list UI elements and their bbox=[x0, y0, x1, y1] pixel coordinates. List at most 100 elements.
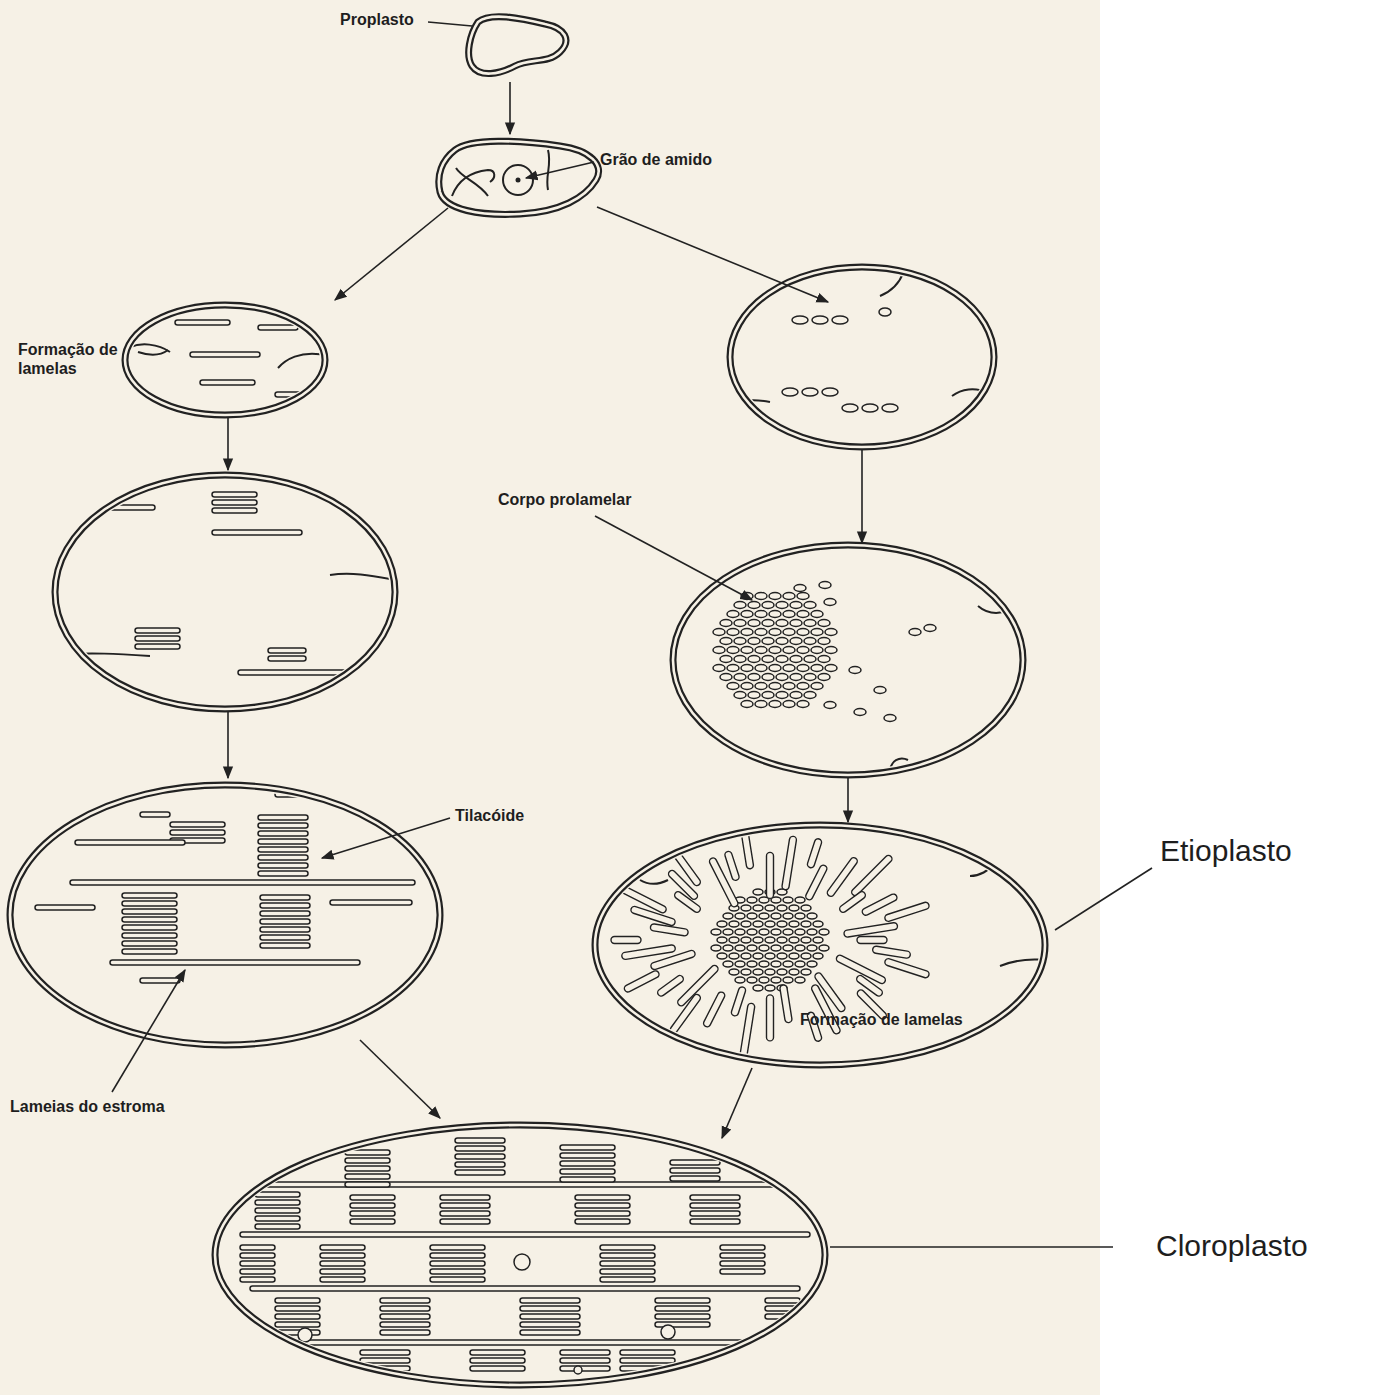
envelope-outer bbox=[215, 1125, 825, 1385]
vesicle bbox=[762, 692, 774, 699]
thylakoid-disc bbox=[268, 648, 306, 653]
prothylakoid-tube bbox=[884, 901, 930, 922]
thylakoid-disc bbox=[260, 927, 310, 932]
vesicle bbox=[811, 647, 823, 654]
vesicle bbox=[741, 953, 751, 959]
vesicle bbox=[801, 937, 811, 943]
vesicle bbox=[789, 905, 799, 911]
vesicle bbox=[797, 665, 809, 672]
thylakoid-disc bbox=[260, 943, 310, 948]
development-arrow bbox=[861, 450, 863, 543]
vesicle bbox=[777, 953, 787, 959]
vesicle bbox=[777, 937, 787, 943]
vesicle bbox=[717, 953, 727, 959]
vesicle bbox=[735, 913, 745, 919]
thylakoid-disc bbox=[122, 925, 177, 930]
vesicle bbox=[771, 945, 781, 951]
vesicle bbox=[849, 667, 861, 674]
vesicle bbox=[741, 593, 753, 600]
vesicle bbox=[795, 961, 805, 967]
thylakoid-disc bbox=[320, 1261, 365, 1266]
thylakoid-disc bbox=[600, 1253, 655, 1258]
starch-grain-core bbox=[516, 178, 521, 183]
thylakoid-disc bbox=[690, 1219, 740, 1224]
vesicle bbox=[748, 692, 760, 699]
vesicle bbox=[735, 961, 745, 967]
vesicle bbox=[811, 611, 823, 618]
vesicle bbox=[804, 692, 816, 699]
prothylakoid-tube bbox=[656, 974, 684, 997]
thylakoid-disc bbox=[455, 1138, 505, 1143]
membrane-fold bbox=[1000, 959, 1045, 966]
thylakoid-disc bbox=[70, 880, 415, 885]
plastid-interior bbox=[35, 792, 415, 983]
thylakoid-disc bbox=[600, 1277, 655, 1282]
vesicle bbox=[783, 897, 793, 903]
plastid-interior bbox=[55, 492, 395, 675]
vesicle bbox=[783, 913, 793, 919]
prothylakoid-tube bbox=[767, 995, 774, 1041]
thylakoid-disc bbox=[345, 1166, 390, 1171]
vesicle bbox=[825, 665, 837, 672]
leader-line bbox=[526, 162, 594, 178]
membrane-fold bbox=[730, 400, 770, 405]
etiolating-plastid bbox=[730, 267, 994, 447]
thylakoid-disc bbox=[240, 1232, 810, 1237]
thylakoid-disc bbox=[345, 1158, 390, 1163]
chloroplast-body bbox=[215, 1125, 825, 1385]
vesicle bbox=[741, 665, 753, 672]
vesicle bbox=[874, 687, 886, 694]
vesicle bbox=[769, 665, 781, 672]
thylakoid-disc bbox=[255, 1208, 300, 1213]
thylakoid-disc bbox=[345, 1174, 390, 1179]
thylakoid-disc bbox=[258, 847, 308, 852]
vesicle bbox=[765, 905, 775, 911]
vesicle bbox=[759, 945, 769, 951]
vesicle bbox=[783, 961, 793, 967]
vesicle bbox=[717, 921, 727, 927]
vesicle bbox=[753, 985, 763, 991]
leader-line bbox=[428, 22, 472, 26]
thylakoid-disc bbox=[655, 1314, 710, 1319]
thylakoid-disc bbox=[720, 1245, 765, 1250]
thylakoid-disc bbox=[380, 1322, 430, 1327]
vesicle bbox=[755, 647, 767, 654]
vesicle bbox=[813, 921, 823, 927]
thylakoid-disc bbox=[620, 1366, 675, 1371]
thylakoid-disc bbox=[258, 831, 308, 836]
thylakoid-disc bbox=[35, 905, 95, 910]
vesicle bbox=[818, 656, 830, 663]
vesicle bbox=[783, 977, 793, 983]
thylakoid-disc bbox=[212, 492, 257, 497]
plastid-interior bbox=[713, 582, 1010, 774]
etioplast-body bbox=[595, 825, 1045, 1065]
paper-ground bbox=[0, 0, 1100, 1395]
vesicle bbox=[819, 929, 829, 935]
etiolating-plastid bbox=[673, 545, 1023, 775]
vesicle bbox=[794, 585, 806, 592]
vesicle bbox=[769, 629, 781, 636]
thylakoid-disc bbox=[690, 1203, 740, 1208]
thylakoid-disc bbox=[250, 1286, 800, 1291]
vesicle bbox=[819, 582, 831, 589]
thylakoid-disc bbox=[110, 960, 360, 965]
thylakoid-disc bbox=[470, 1350, 525, 1355]
thylakoid-disc bbox=[122, 909, 177, 914]
thylakoid-disc bbox=[690, 1211, 740, 1216]
thylakoid-disc bbox=[122, 901, 177, 906]
vesicle bbox=[797, 701, 809, 708]
thylakoid-disc bbox=[350, 1211, 395, 1216]
thylakoid-disc bbox=[122, 941, 177, 946]
thylakoid-disc bbox=[320, 1253, 365, 1258]
vesicle bbox=[713, 629, 725, 636]
thylakoid-disc bbox=[520, 1330, 580, 1335]
vesicle bbox=[790, 638, 802, 645]
thylakoid-disc bbox=[440, 1195, 490, 1200]
membrane-fold bbox=[125, 344, 170, 352]
maturing-plastid bbox=[10, 785, 440, 1045]
thylakoid-disc bbox=[765, 1306, 800, 1311]
vesicle bbox=[818, 638, 830, 645]
vesicle bbox=[759, 913, 769, 919]
thylakoid-disc bbox=[260, 911, 310, 916]
